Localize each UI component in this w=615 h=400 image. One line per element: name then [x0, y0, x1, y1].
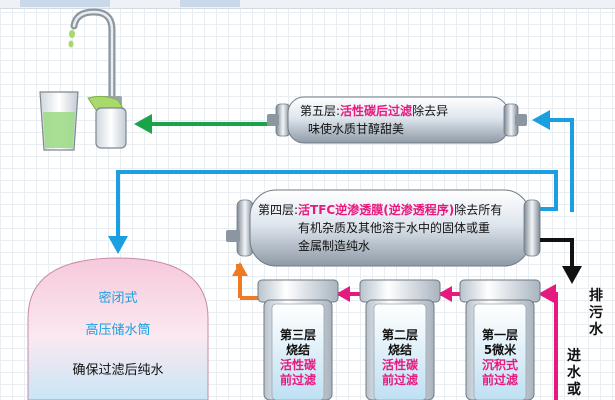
glass-icon: [39, 91, 79, 151]
inlet-arrow: [538, 284, 558, 400]
stage4-line2: 有机杂质及其他溶于水中的固体或重: [298, 221, 491, 235]
tank-line1: 密闭式: [98, 291, 138, 306]
stage5-line2: 味使水质甘醇甜美: [308, 122, 405, 136]
stage4-line3: 金属制造纯水: [298, 239, 371, 253]
stage4-membrane: [226, 189, 541, 267]
filter3-label: 第三层烧结 活性碳前过滤: [279, 328, 316, 387]
filter-housing-2: [359, 279, 441, 400]
inlet-label: 进水或: [567, 348, 581, 398]
pure-water-line: [108, 170, 558, 254]
stage4-to-stage5-line: [532, 110, 574, 212]
pressure-tank: [27, 257, 209, 400]
filter-housing-1: [459, 279, 541, 400]
drain-label: 排污水: [589, 288, 603, 338]
output-arrow: [134, 114, 290, 134]
faucet-base-icon: [87, 95, 127, 149]
stage5-cartridge: [267, 96, 527, 144]
tank-line3: 确保过滤后纯水: [72, 363, 164, 378]
filter-housing-3: [257, 279, 339, 400]
tank-line2: 高压储水筒: [85, 323, 151, 338]
stage5-line1: 第五层:活性碳后过滤除去异: [300, 104, 449, 118]
filter2-label: 第二层烧结 活性碳前过滤: [381, 328, 418, 387]
top-bar: [0, 0, 615, 9]
drain-arrow: [540, 238, 582, 284]
stage4-line1: 第四层:活TFC逆渗透膜(逆渗透程序)除去所有: [258, 203, 503, 217]
